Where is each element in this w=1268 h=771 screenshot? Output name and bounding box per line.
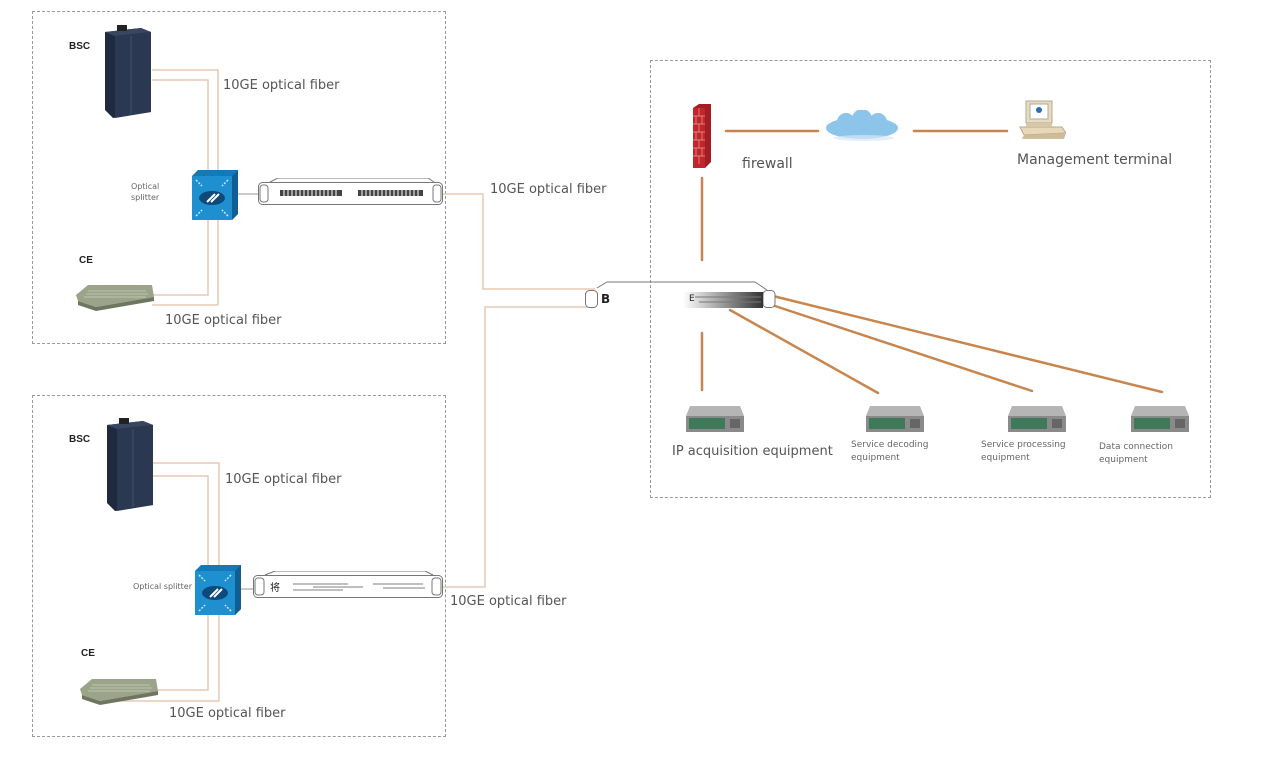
fiber-label-top-1: 10GE optical fiber <box>223 78 340 93</box>
fiber-bsc-2-a <box>152 462 220 701</box>
core-to-data <box>771 294 1164 394</box>
uplink-label-2: 10GE optical fiber <box>450 594 567 609</box>
bsc-cabinet-icon-1 <box>101 22 153 122</box>
ce-router-icon-2 <box>80 677 160 711</box>
firewall-icon <box>693 104 713 172</box>
fiber-uplink-1 <box>441 193 595 290</box>
site-2-group <box>32 395 446 737</box>
data-connection-equipment-label: Data connection equipment <box>1099 441 1173 467</box>
splitter-label-2: Optical splitter <box>133 582 192 591</box>
site-1-group <box>32 11 446 344</box>
uplink-label-1: 10GE optical fiber <box>490 182 607 197</box>
fiber-uplink-2 <box>441 306 595 588</box>
service-decoding-line2: equipment <box>851 453 900 463</box>
fiber-bsc-1-a <box>152 69 219 305</box>
monitoring-center-group <box>650 60 1211 498</box>
data-connection-line2: equipment <box>1099 455 1148 465</box>
service-processing-equipment-label: Service processing equipment <box>981 439 1066 465</box>
core-switch-right-glyph: E <box>689 294 695 304</box>
bsc-label-1: BSC <box>69 41 91 52</box>
ce-label-1: CE <box>79 255 93 266</box>
patch-panel-1 <box>258 177 443 210</box>
core-to-decoding <box>728 308 880 395</box>
optical-splitter-icon-2 <box>193 565 243 619</box>
service-processing-equipment-icon <box>1008 406 1066 438</box>
ip-acquisition-equipment-icon <box>686 406 744 438</box>
data-connection-equipment-icon <box>1131 406 1189 438</box>
ce-router-icon-1 <box>76 283 156 317</box>
management-terminal-icon <box>1018 99 1067 145</box>
bsc-cabinet-icon-2 <box>103 415 155 515</box>
management-terminal-label: Management terminal <box>1017 152 1173 168</box>
panel-glyph-2: 将 <box>270 583 280 594</box>
core-to-processing <box>764 301 1034 393</box>
service-processing-line2: equipment <box>981 453 1030 463</box>
patch-panel-2: 将 <box>253 570 443 603</box>
service-processing-line1: Service processing <box>981 440 1066 450</box>
service-decoding-equipment-icon <box>866 406 924 438</box>
fiber-label-top-2: 10GE optical fiber <box>225 472 342 487</box>
firewall-label: firewall <box>742 156 793 172</box>
optical-splitter-icon-1 <box>190 170 240 224</box>
data-connection-line1: Data connection <box>1099 442 1173 452</box>
bsc-label-2: BSC <box>69 434 91 445</box>
service-decoding-equipment-label: Service decoding equipment <box>851 439 928 465</box>
service-decoding-line1: Service decoding <box>851 440 929 450</box>
ip-acquisition-equipment-label: IP acquisition equipment <box>672 444 833 459</box>
core-switch-left-glyph: B <box>601 292 611 306</box>
cloud-icon <box>822 109 902 148</box>
core-switch: B E <box>585 280 777 314</box>
fiber-label-bottom-1: 10GE optical fiber <box>165 313 282 328</box>
fiber-label-bottom-2: 10GE optical fiber <box>169 706 286 721</box>
ce-label-2: CE <box>81 648 95 659</box>
